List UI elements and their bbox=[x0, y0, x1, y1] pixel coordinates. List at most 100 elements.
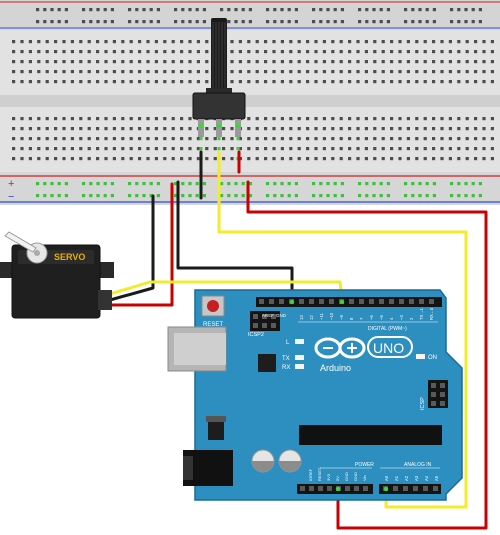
breadboard-hole bbox=[482, 50, 486, 54]
wire-rail-to-5v[interactable] bbox=[246, 180, 488, 530]
wire-servo-gnd[interactable] bbox=[108, 194, 155, 302]
rail-hole bbox=[312, 182, 316, 186]
header-pin[interactable] bbox=[299, 299, 304, 304]
digital-pin-label: ~11 bbox=[319, 313, 324, 320]
header-pin[interactable] bbox=[379, 299, 384, 304]
header-pin[interactable] bbox=[393, 486, 398, 491]
breadboard-hole bbox=[146, 50, 150, 54]
breadboard-hole bbox=[314, 50, 318, 54]
servo-horn-arm[interactable] bbox=[4, 231, 37, 253]
header-pin[interactable] bbox=[423, 486, 428, 491]
breadboard-hole bbox=[171, 147, 175, 151]
pot-pin-marker bbox=[198, 123, 204, 129]
header-pin[interactable] bbox=[354, 486, 359, 491]
header-pin[interactable] bbox=[269, 299, 274, 304]
breadboard-hole bbox=[79, 40, 83, 44]
breadboard-hole bbox=[398, 60, 402, 64]
rail-hole bbox=[280, 194, 284, 198]
header-pin[interactable] bbox=[389, 299, 394, 304]
header-pin[interactable] bbox=[309, 299, 314, 304]
breadboard-hole bbox=[146, 157, 150, 161]
logo-loop-right bbox=[338, 337, 366, 359]
breadboard-hole bbox=[255, 60, 259, 64]
breadboard-hole bbox=[398, 137, 402, 141]
wire-rail-to-gnd[interactable] bbox=[176, 180, 294, 302]
header-pin[interactable] bbox=[279, 299, 284, 304]
breadboard-hole bbox=[448, 70, 452, 74]
breadboard-hole bbox=[322, 50, 326, 54]
rail-hole bbox=[386, 8, 390, 12]
breadboard-hole bbox=[356, 40, 360, 44]
header-pin[interactable] bbox=[409, 299, 414, 304]
rail-hole bbox=[432, 20, 436, 24]
breadboard-hole bbox=[490, 40, 494, 44]
breadboard-hole bbox=[339, 127, 343, 131]
breadboard-hole bbox=[28, 50, 32, 54]
breadboard-hole bbox=[356, 60, 360, 64]
breadboard-hole bbox=[138, 127, 142, 131]
header-pin[interactable] bbox=[327, 486, 332, 491]
rail-hole bbox=[432, 182, 436, 186]
power-header bbox=[297, 484, 373, 494]
breadboard-hole bbox=[373, 137, 377, 141]
header-pin[interactable] bbox=[369, 299, 374, 304]
header-pin[interactable] bbox=[329, 299, 334, 304]
wire-servo-power[interactable] bbox=[108, 182, 174, 307]
breadboard-hole bbox=[331, 60, 335, 64]
pin-marker-a0 bbox=[383, 486, 389, 492]
breadboard-hole bbox=[87, 50, 91, 54]
header-pin bbox=[440, 401, 445, 406]
rail-hole bbox=[432, 8, 436, 12]
rail-hole bbox=[82, 194, 86, 198]
header-pin[interactable] bbox=[433, 486, 438, 491]
breadboard-hole bbox=[163, 127, 167, 131]
breadboard-hole bbox=[112, 60, 116, 64]
rail-hole bbox=[50, 194, 54, 198]
rail-hole bbox=[50, 8, 54, 12]
header-pin[interactable] bbox=[345, 486, 350, 491]
breadboard-hole bbox=[129, 127, 133, 131]
rail-hole bbox=[96, 182, 100, 186]
breadboard-hole bbox=[406, 157, 410, 161]
header-pin[interactable] bbox=[363, 486, 368, 491]
breadboard-hole bbox=[272, 157, 276, 161]
breadboard-hole bbox=[490, 117, 494, 121]
breadboard-hole bbox=[146, 147, 150, 151]
breadboard-hole bbox=[230, 40, 234, 44]
breadboard-hole bbox=[474, 60, 478, 64]
wire-pot-wiper-a0[interactable] bbox=[217, 150, 468, 509]
potentiometer[interactable] bbox=[192, 18, 246, 137]
header-pin[interactable] bbox=[349, 299, 354, 304]
header-pin[interactable] bbox=[300, 486, 305, 491]
breadboard-hole bbox=[12, 157, 16, 161]
breadboard-hole bbox=[171, 50, 175, 54]
header-pin[interactable] bbox=[319, 299, 324, 304]
header-pin[interactable] bbox=[429, 299, 434, 304]
breadboard-hole bbox=[255, 137, 259, 141]
connected-hole bbox=[236, 137, 240, 141]
breadboard-hole bbox=[45, 147, 49, 151]
servo-motor[interactable]: SERVO bbox=[0, 231, 114, 319]
breadboard-hole bbox=[272, 127, 276, 131]
usb-chip bbox=[258, 354, 276, 372]
breadboard-hole bbox=[247, 70, 251, 74]
breadboard-hole bbox=[154, 137, 158, 141]
digital-pin-label: ~10 bbox=[329, 312, 334, 320]
header-pin[interactable] bbox=[403, 486, 408, 491]
breadboard-hole bbox=[230, 50, 234, 54]
breadboard-hole bbox=[322, 117, 326, 121]
reset-button[interactable] bbox=[207, 300, 219, 312]
breadboard-hole bbox=[247, 137, 251, 141]
breadboard-hole bbox=[415, 50, 419, 54]
rail-hole bbox=[96, 8, 100, 12]
header-pin[interactable] bbox=[413, 486, 418, 491]
header-pin[interactable] bbox=[318, 486, 323, 491]
header-pin[interactable] bbox=[359, 299, 364, 304]
rail-hole bbox=[326, 8, 330, 12]
header-pin[interactable] bbox=[399, 299, 404, 304]
header-pin[interactable] bbox=[419, 299, 424, 304]
breadboard-hole bbox=[331, 80, 335, 84]
rail-hole bbox=[266, 8, 270, 12]
header-pin[interactable] bbox=[259, 299, 264, 304]
header-pin[interactable] bbox=[309, 486, 314, 491]
